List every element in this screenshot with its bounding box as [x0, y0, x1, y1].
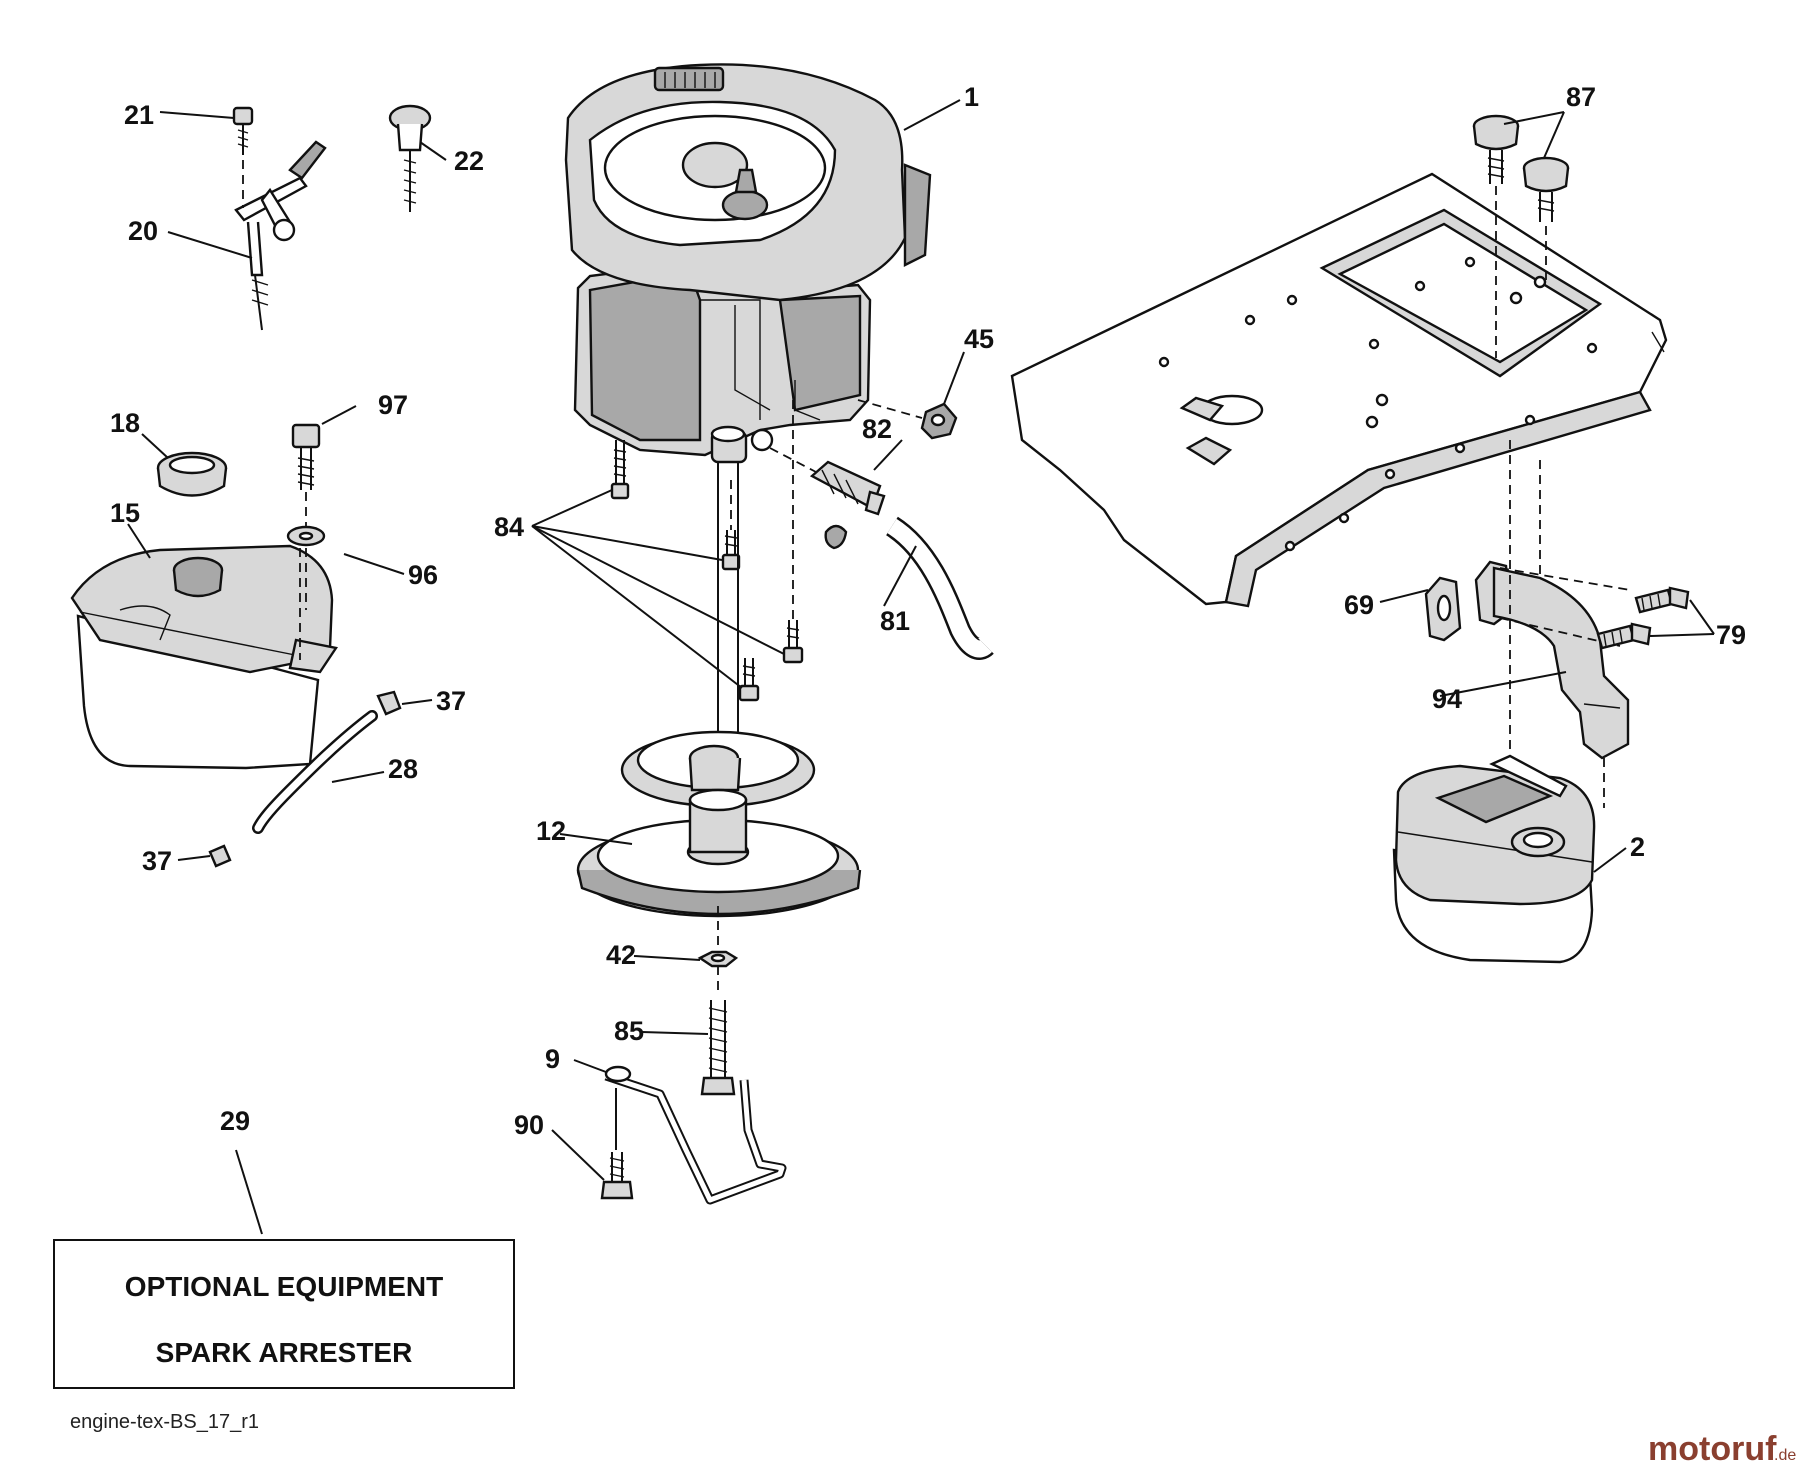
callout-37-upper: 37 [436, 686, 466, 716]
choke-knob [388, 104, 432, 212]
exhaust-bolts [1596, 586, 1690, 650]
callout-29: 29 [220, 1106, 250, 1136]
callout-45: 45 [964, 324, 994, 354]
fuel-tank [70, 544, 338, 770]
muffler [1392, 754, 1596, 964]
fuel-cap [156, 451, 228, 497]
pulley-nut-bolt [697, 950, 739, 1096]
callout-94: 94 [1432, 684, 1462, 714]
callout-21: 21 [124, 100, 154, 130]
callout-labels: 1 2 9 12 15 18 20 21 22 28 29 37 37 42 4… [110, 82, 1746, 1140]
callout-96: 96 [408, 560, 438, 590]
watermark-main: motoruf [1648, 1430, 1777, 1468]
callout-37-lower: 37 [142, 846, 172, 876]
callout-90: 90 [514, 1110, 544, 1140]
callout-87: 87 [1566, 82, 1596, 112]
chassis-bolts [1472, 114, 1570, 358]
engine [564, 63, 932, 464]
callout-1: 1 [964, 82, 979, 112]
callout-20: 20 [128, 216, 158, 246]
callout-12: 12 [536, 816, 566, 846]
callout-97: 97 [378, 390, 408, 420]
callout-84: 84 [494, 512, 524, 542]
fuel-line [208, 690, 402, 868]
watermark-suffix: .de [1774, 1447, 1796, 1464]
callout-81: 81 [880, 606, 910, 636]
callout-9: 9 [545, 1044, 560, 1074]
pulley-assembly [576, 462, 862, 950]
callout-85: 85 [614, 1016, 644, 1046]
callout-28: 28 [388, 754, 418, 784]
leader-lines [127, 99, 1715, 1235]
chassis-plate [1010, 172, 1668, 608]
optional-equipment-box: OPTIONAL EQUIPMENT SPARK ARRESTER [53, 1239, 515, 1389]
callout-15: 15 [110, 498, 140, 528]
fuel-fitting [769, 447, 886, 550]
callout-82: 82 [862, 414, 892, 444]
tank-bolt [286, 423, 326, 610]
throttle-control [232, 106, 327, 331]
hose-81 [885, 516, 994, 660]
exhaust-pipe [1424, 440, 1631, 808]
watermark-logo: motoruf .de [1648, 1430, 1796, 1468]
callout-69: 69 [1344, 590, 1374, 620]
optional-equipment-label: OPTIONAL EQUIPMENT [125, 1271, 443, 1302]
callout-18: 18 [110, 408, 140, 438]
callout-2: 2 [1630, 832, 1645, 862]
callout-79: 79 [1716, 620, 1746, 650]
drawing-reference: engine-tex-BS_17_r1 [70, 1411, 259, 1433]
bracket [600, 1065, 787, 1205]
callout-42: 42 [606, 940, 636, 970]
callout-22: 22 [454, 146, 484, 176]
spark-arrester-label: SPARK ARRESTER [156, 1337, 413, 1368]
